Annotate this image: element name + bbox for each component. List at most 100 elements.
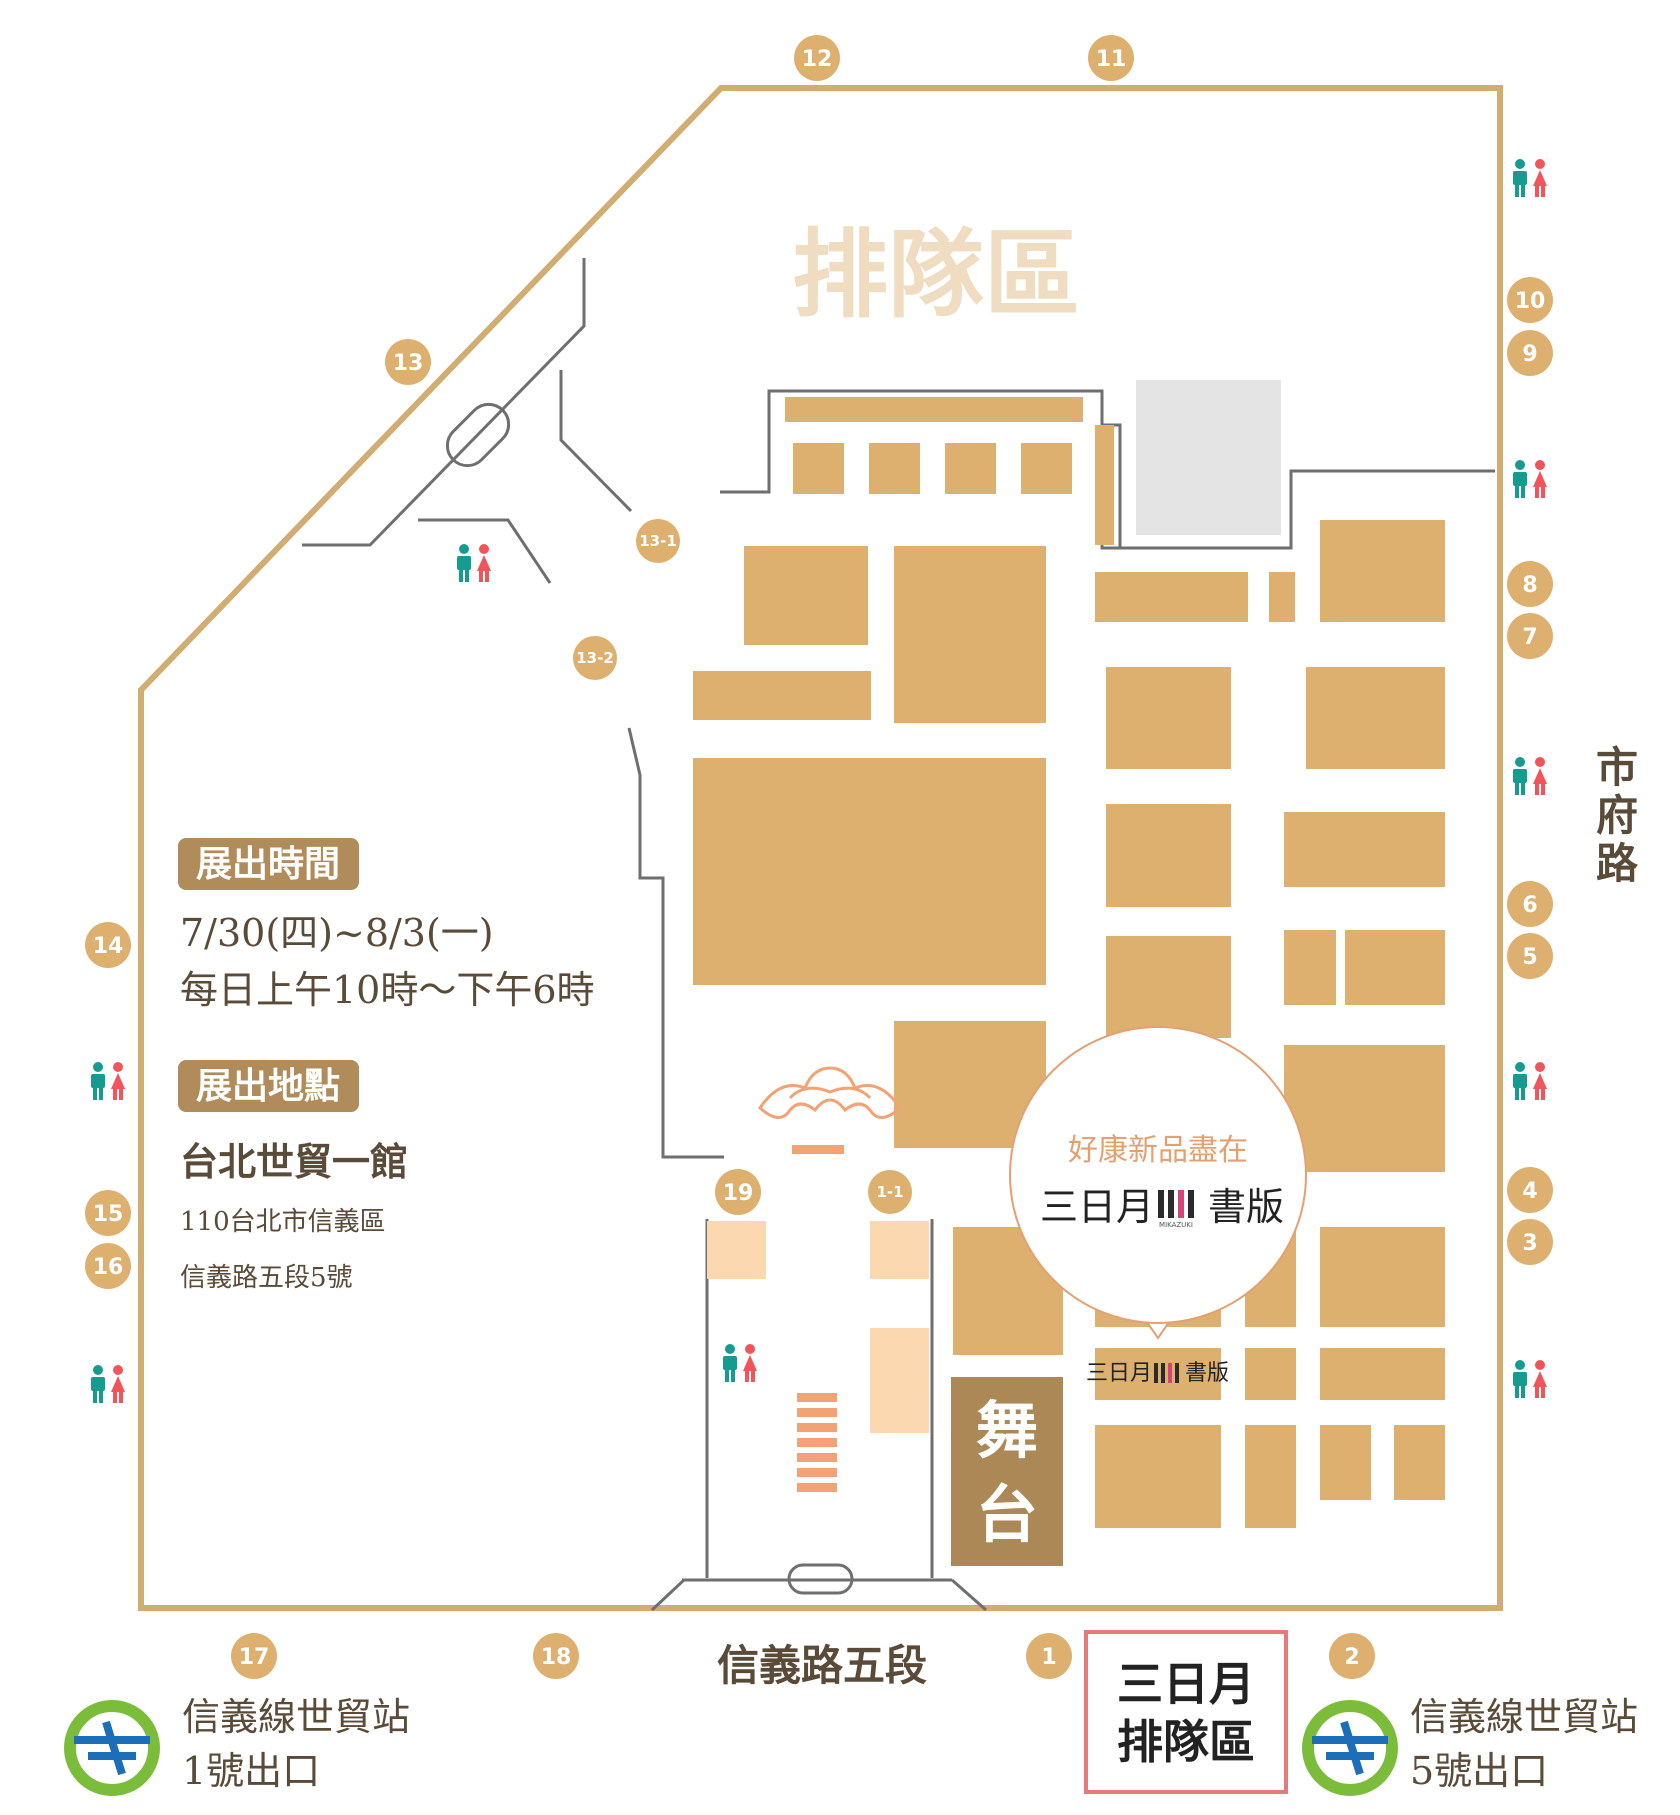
door-13-1-marker: 13-1 — [636, 519, 680, 563]
booth — [693, 758, 1046, 985]
mrt-left-line-2: 1號出口 — [182, 1749, 320, 1793]
mikazuki-booth-label-right: 書版 — [1185, 1361, 1229, 1386]
door-16-marker: 16 — [85, 1243, 131, 1289]
door-label: 15 — [93, 1202, 124, 1227]
door-5-marker: 5 — [1507, 933, 1553, 979]
door-circle — [85, 1243, 131, 1289]
door-14-marker: 14 — [85, 922, 131, 968]
booth — [1269, 572, 1295, 622]
door-18-marker: 18 — [533, 1633, 579, 1679]
venue-name: 台北世貿一館 — [180, 1139, 408, 1184]
door-13-marker: 13 — [385, 339, 431, 385]
address-line-2: 信義路五段5號 — [180, 1263, 353, 1293]
door-9-marker: 9 — [1507, 330, 1553, 376]
door-label: 5 — [1522, 945, 1537, 970]
door-label: 12 — [802, 47, 833, 72]
exhibition-hours: 每日上午10時～下午6時 — [180, 968, 595, 1012]
callout-mikazuki-logo-icon — [1158, 1190, 1194, 1218]
door-label: 9 — [1522, 342, 1537, 367]
booth — [1106, 667, 1231, 769]
door-label: 10 — [1515, 289, 1546, 314]
booth — [894, 546, 1046, 723]
street-bottom: 信義路五段 — [717, 1641, 927, 1690]
door-circle — [715, 1169, 761, 1215]
booth — [707, 1221, 766, 1279]
mrt-logo-icon — [1302, 1700, 1398, 1796]
corridor-walls — [302, 258, 1495, 1612]
booth — [744, 546, 868, 645]
booth — [1106, 804, 1231, 907]
door-7-marker: 7 — [1507, 613, 1553, 659]
booth — [869, 443, 920, 494]
door-circle — [1507, 881, 1553, 927]
door-label: 4 — [1522, 1179, 1537, 1204]
mikazuki-logo-icon — [1154, 1363, 1179, 1383]
restroom-icon — [1513, 159, 1547, 197]
booth — [1106, 936, 1231, 1038]
restroom-icon — [723, 1344, 757, 1382]
door-label: 13-2 — [576, 649, 614, 667]
stage — [951, 1377, 1063, 1566]
door-12-marker: 12 — [794, 35, 840, 81]
door-4-marker: 4 — [1507, 1167, 1553, 1213]
door-circle — [636, 519, 680, 563]
exhibition-dates: 7/30(四)~8/3(一) — [180, 911, 494, 955]
door-label: 7 — [1522, 625, 1537, 650]
door-label: 8 — [1522, 573, 1537, 598]
staircase — [797, 1393, 837, 1492]
address-line-1: 110台北市信義區 — [180, 1207, 386, 1237]
door-label: 3 — [1522, 1231, 1537, 1256]
mikazuki-queue-line-2: 排隊區 — [1117, 1715, 1255, 1769]
door-10-marker: 10 — [1507, 277, 1553, 323]
stage-char-1: 舞 — [976, 1394, 1038, 1467]
landmark-crown-icon — [758, 1066, 902, 1119]
door-circle — [231, 1633, 277, 1679]
callout-logo-caption: MIKAZUKI — [1159, 1221, 1193, 1229]
booth — [945, 443, 996, 494]
door-3-marker: 3 — [1507, 1219, 1553, 1265]
door-label: 18 — [541, 1645, 572, 1670]
booth — [1095, 425, 1114, 545]
booth — [1320, 1348, 1445, 1400]
booth — [1284, 812, 1445, 887]
door-1-marker: 1 — [1026, 1633, 1072, 1679]
street-right-char-3: 路 — [1596, 839, 1639, 888]
door-label: 6 — [1522, 893, 1537, 918]
door-label: 2 — [1344, 1645, 1359, 1670]
booth — [793, 443, 844, 494]
info-panel: 展出時間 7/30(四)~8/3(一) 每日上午10時～下午6時 展出地點 台北… — [178, 838, 595, 1293]
door-circle — [1507, 561, 1553, 607]
mrt-logo-icon — [64, 1700, 160, 1796]
door-15-marker: 15 — [85, 1190, 131, 1236]
mrt-left-line-1: 信義線世貿站 — [182, 1695, 410, 1739]
door-label: 17 — [239, 1645, 270, 1670]
door-label: 16 — [93, 1255, 124, 1280]
booth — [870, 1221, 929, 1279]
place-title: 展出地點 — [196, 1065, 340, 1107]
booth — [1306, 667, 1445, 769]
street-right-char-2: 府 — [1596, 791, 1638, 840]
mrt-right-line-2: 5號出口 — [1410, 1749, 1548, 1793]
restroom-icon — [1513, 757, 1547, 795]
booth — [1245, 1425, 1296, 1528]
booth — [1345, 930, 1445, 1005]
street-right-char-1: 市 — [1596, 743, 1638, 792]
callout-tagline: 好康新品盡在 — [1068, 1133, 1248, 1168]
landmark-base — [792, 1145, 844, 1154]
door-label: 14 — [93, 934, 124, 959]
booth — [1095, 1425, 1221, 1528]
door-circle — [1329, 1633, 1375, 1679]
door-circle — [85, 922, 131, 968]
booth — [1284, 930, 1336, 1005]
booth — [1320, 1425, 1371, 1500]
door-circle — [85, 1190, 131, 1236]
time-title-pill — [178, 838, 359, 890]
booth — [1095, 572, 1248, 622]
booth — [1021, 443, 1072, 494]
booth — [1320, 520, 1445, 622]
booth — [1284, 1045, 1445, 1172]
mrt-right-line-1: 信義線世貿站 — [1410, 1695, 1638, 1739]
reserved-area — [1136, 380, 1281, 535]
